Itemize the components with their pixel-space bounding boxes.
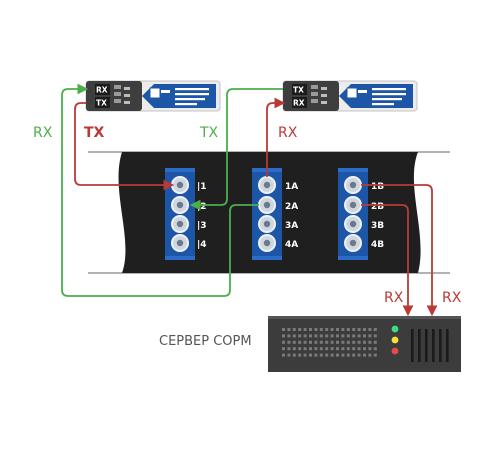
port-label: 3B <box>371 221 384 231</box>
transceiver-port-label: TX <box>293 86 304 95</box>
fiber-red-2b-to-server <box>361 204 414 317</box>
transceiver-port-label: TX <box>96 99 107 108</box>
port-label: 2B <box>371 202 384 212</box>
fiber-green-to-transceiver-1 <box>61 83 259 297</box>
status-led-yellow <box>391 336 399 344</box>
port-group-1: |1 |2 |3 |4 <box>165 168 207 260</box>
port-group-3-port-4[interactable] <box>344 234 362 252</box>
port-label: 4A <box>285 240 298 250</box>
status-led-green <box>391 325 399 333</box>
port-group-2: 1A 2A 3A 4A <box>252 168 298 260</box>
port-label: 2A <box>285 202 298 212</box>
port-group-2-port-2[interactable] <box>258 196 276 214</box>
transceiver-port-label: RX <box>96 86 108 95</box>
port-label: 1B <box>371 182 384 192</box>
port-group-1-port-3[interactable] <box>171 215 189 233</box>
rx-label-server-1: RX <box>384 290 404 306</box>
port-label: 3A <box>285 221 298 231</box>
rx-label-left: RX <box>33 125 53 141</box>
server-label: СЕРВЕР СОРМ <box>159 334 252 349</box>
tx-label-left: TX <box>84 125 105 141</box>
port-label: |3 <box>197 221 207 231</box>
fiber-red-1b-to-server <box>361 184 438 317</box>
port-group-3-port-1[interactable] <box>344 176 362 194</box>
server-chassis[interactable] <box>268 316 461 372</box>
status-led-red <box>391 347 399 355</box>
port-group-2-port-1[interactable] <box>258 176 276 194</box>
rx-label-server-2: RX <box>442 290 462 306</box>
vent-grid <box>282 328 377 357</box>
port-group-1-port-2[interactable] <box>171 196 189 214</box>
transceiver-port-label: RX <box>293 99 305 108</box>
fiber-red-to-port-1 <box>74 102 175 191</box>
port-label: |2 <box>197 202 207 212</box>
tx-label-mid: TX <box>199 125 219 141</box>
transceiver-2[interactable]: TX RX <box>282 80 418 112</box>
port-label: 1A <box>285 182 298 192</box>
fiber-red-to-transceiver-2 <box>266 97 286 177</box>
port-group-2-port-4[interactable] <box>258 234 276 252</box>
port-label: |1 <box>197 182 207 192</box>
port-group-3-port-2[interactable] <box>344 196 362 214</box>
transceiver-1[interactable]: RX TX <box>85 80 221 112</box>
port-group-3-port-3[interactable] <box>344 215 362 233</box>
fiber-green-to-port-2 <box>189 88 283 211</box>
rx-label-mid: RX <box>278 125 298 141</box>
port-group-2-port-3[interactable] <box>258 215 276 233</box>
port-group-1-port-1[interactable] <box>171 176 189 194</box>
port-label: 4B <box>371 240 384 250</box>
port-group-1-port-4[interactable] <box>171 234 189 252</box>
port-label: |4 <box>197 240 207 250</box>
port-group-3: 1B 2B 3B 4B <box>338 168 384 260</box>
